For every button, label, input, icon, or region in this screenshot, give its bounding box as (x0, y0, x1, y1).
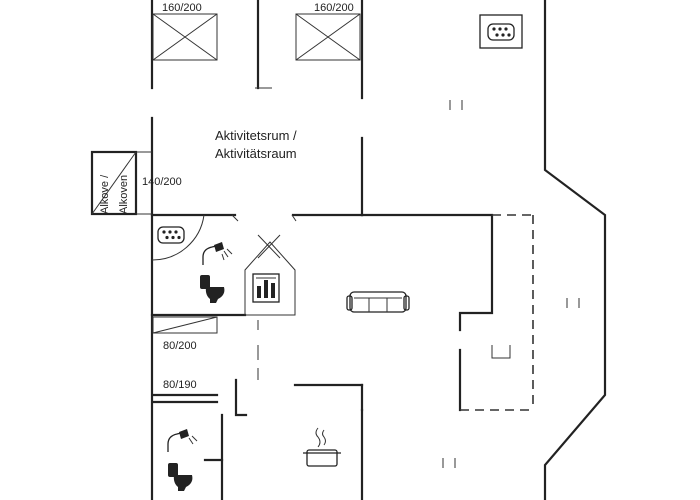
room-title-line-2: Aktivitätsraum (215, 146, 297, 161)
bed-label-small-1: 80/200 (163, 340, 197, 352)
shower-icon (202, 242, 233, 265)
shower-icon (167, 429, 198, 452)
cooking-pot-icon (303, 427, 341, 467)
bed-top-left: 160/200 (152, 2, 218, 61)
alcove-label-1: Alkove / (99, 174, 111, 214)
sofa-icon (346, 291, 410, 313)
bed-small-2: 80/190 (151, 379, 219, 404)
window-marks (442, 100, 580, 468)
outer-walls (150, 0, 607, 500)
terrace-outline (460, 214, 535, 411)
door-marker-icon (491, 345, 511, 359)
toilet-icon (168, 463, 193, 491)
alcove-bed-label: 140/200 (142, 176, 182, 188)
toilet-icon (200, 275, 225, 303)
room-title-line-1: Aktivitetsrum / (215, 128, 297, 143)
hot-tub-icon (479, 14, 523, 49)
alcove-label-2: Alkoven (118, 175, 130, 214)
sauna-icon (244, 234, 296, 316)
bed-label-top-left: 160/200 (162, 2, 202, 14)
bedroom-walls (255, 0, 272, 90)
hot-tub-icon (157, 226, 185, 244)
bed-label-small-2: 80/190 (163, 379, 197, 391)
bed-small-1: 80/200 (152, 316, 218, 352)
bed-top-mid: 160/200 (295, 2, 361, 61)
bed-label-top-mid: 160/200 (314, 2, 354, 14)
alcove: Alkove / Alkoven (90, 150, 152, 216)
